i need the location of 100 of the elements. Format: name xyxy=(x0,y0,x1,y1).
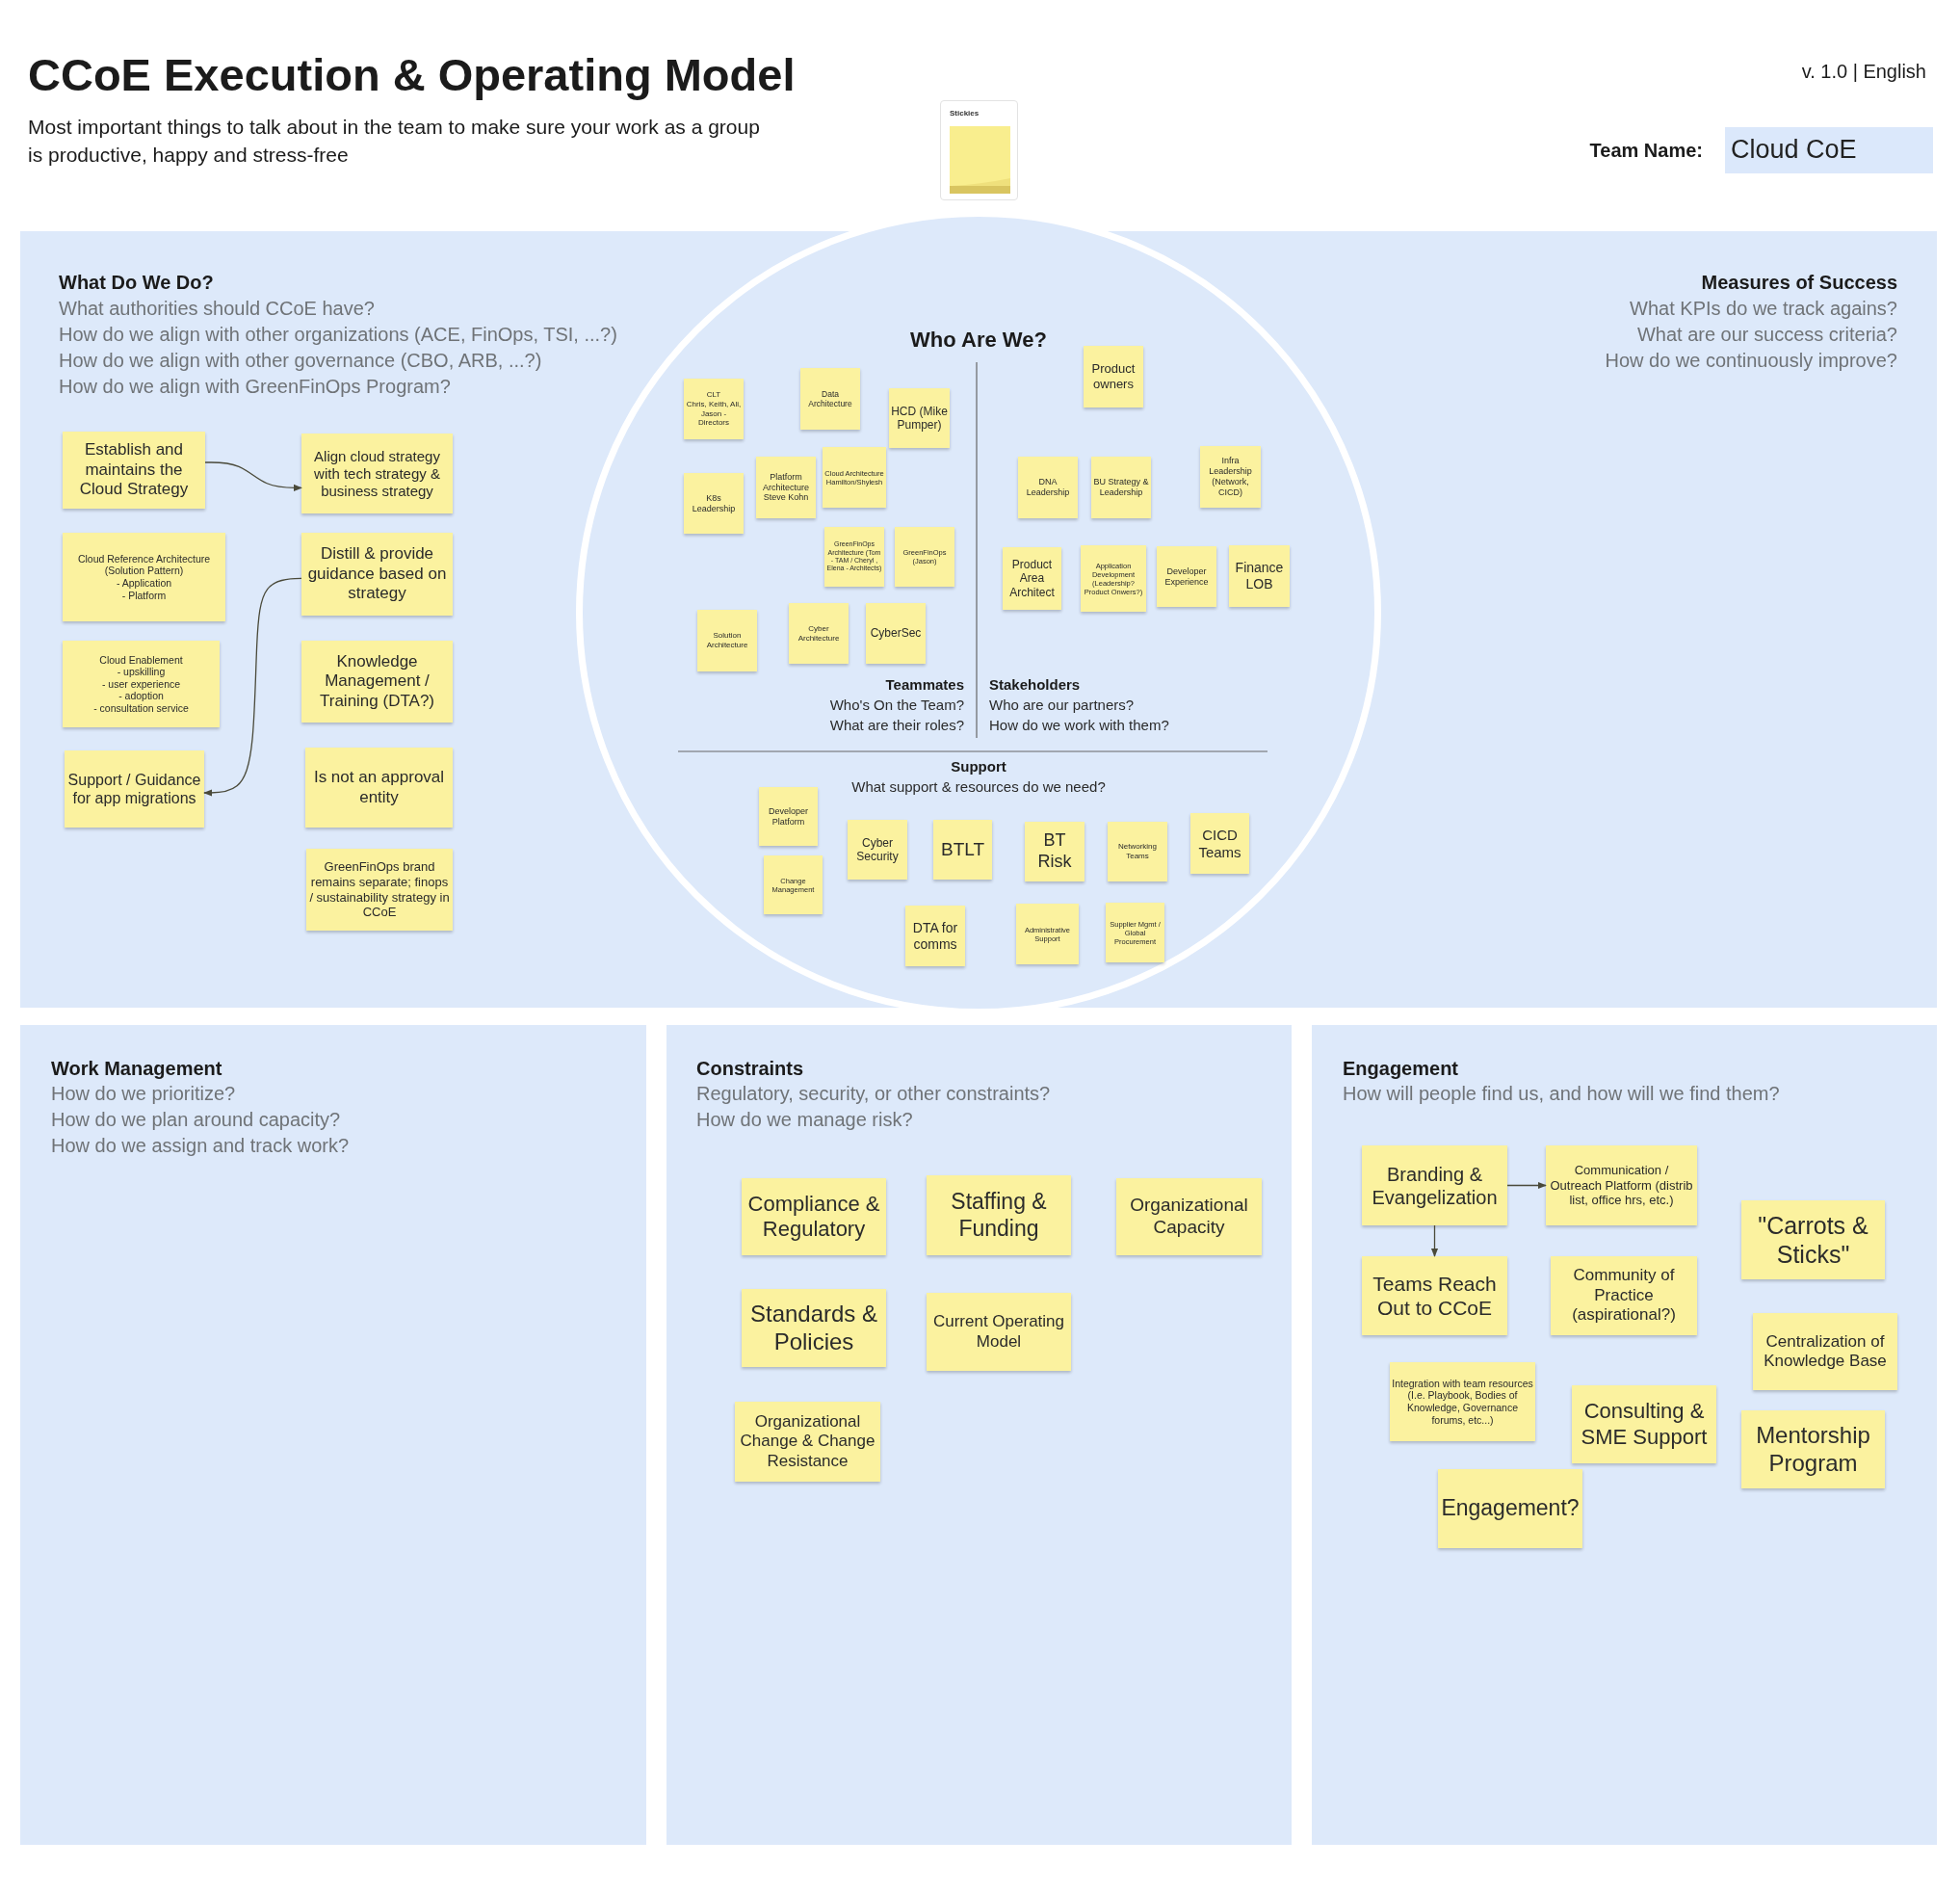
field-label: Team Name: xyxy=(1589,139,1703,163)
note-text: Align cloud strategy with tech strategy & business strategy xyxy=(313,447,441,500)
note-text: Current Operating Model xyxy=(931,1312,1066,1352)
section-heading: Work Management xyxy=(51,1058,222,1080)
question-text: How do we align with other governance (CBO, ARB, ...?) xyxy=(59,350,542,372)
question-text: How do we prioritize? xyxy=(51,1083,236,1105)
sticky-note xyxy=(684,473,744,534)
sticky-note xyxy=(742,1289,886,1367)
question-text: How do we align with other organizations (ACE, FinOps, TSI, ...?) xyxy=(59,324,617,346)
note-text: Organizational Change & Change Resistance xyxy=(739,1411,876,1472)
note-text: Networking Teams xyxy=(1117,842,1158,861)
sticky-note xyxy=(823,447,886,508)
sticky-note xyxy=(759,787,818,846)
sticky-note xyxy=(1190,813,1249,874)
arrow xyxy=(203,577,302,797)
section-heading: Measures of Success xyxy=(1701,272,1897,294)
sticky-note xyxy=(697,610,757,671)
sticky-note xyxy=(1572,1385,1716,1463)
field-value: Cloud CoE xyxy=(1731,135,1857,164)
section-heading: Engagement xyxy=(1343,1058,1459,1080)
note-text: - adoption xyxy=(118,690,164,702)
question-text: Who are our partners? xyxy=(989,697,1135,713)
sticky-note xyxy=(63,533,225,621)
sticky-note xyxy=(742,1178,886,1255)
sticky-note xyxy=(684,379,744,439)
sticky-note xyxy=(1229,545,1290,607)
version-text: v. 1.0 | English xyxy=(1801,60,1926,84)
widget-card xyxy=(940,100,1018,200)
sticky-note xyxy=(735,1402,880,1482)
note-text: - upskilling xyxy=(117,666,166,678)
question-text: What are their roles? xyxy=(829,717,964,733)
note-text: Community of Practice (aspirational?) xyxy=(1571,1266,1677,1326)
sticky-note xyxy=(305,748,453,828)
sticky-note xyxy=(889,388,950,448)
sticky-note xyxy=(927,1293,1071,1371)
note-text: Teams Reach Out to CCoE xyxy=(1372,1271,1498,1321)
note-text: BT Risk xyxy=(1036,830,1073,873)
note-text: Finance LOB xyxy=(1234,560,1285,592)
note-text: Communication / Outreach Platform (distrib list, office hrs, etc.) xyxy=(1549,1163,1694,1208)
sticky-note xyxy=(63,641,220,727)
question-text: What are our success criteria? xyxy=(1636,324,1897,346)
section-heading: Who Are We? xyxy=(910,328,1047,353)
sticky-note xyxy=(1016,904,1079,964)
sticky-note xyxy=(1753,1313,1897,1390)
note-text: BU Strategy & Leadership xyxy=(1093,477,1149,498)
section-panel xyxy=(1312,1025,1937,1845)
note-text: BTLT xyxy=(940,838,984,861)
sticky-note xyxy=(866,603,926,664)
sticky-note xyxy=(1091,457,1151,518)
note-text: Cyber Architecture xyxy=(797,623,841,644)
note-text: Product Area Architect xyxy=(1008,557,1056,600)
note-text: - user experience xyxy=(101,677,181,691)
note-text: Steve Kohn xyxy=(763,492,809,504)
team-name-field xyxy=(1725,127,1933,173)
question-text: Who's On the Team? xyxy=(829,697,964,713)
sticky-note xyxy=(1390,1362,1535,1441)
sticky-note xyxy=(800,368,860,430)
sticky-note xyxy=(1546,1145,1697,1225)
subsection-heading: Stakeholders xyxy=(989,676,1081,693)
sticky-note xyxy=(65,750,204,828)
question-text: What authorities should CCoE have? xyxy=(59,298,375,320)
sticky-note xyxy=(1025,822,1085,881)
note-text: Consulting & SME Support xyxy=(1580,1399,1709,1450)
page-title: CCoE Execution & Operating Model xyxy=(28,48,796,101)
note-text: GreenFinOps brand remains separate; finops / sustainability strategy in CCoE xyxy=(308,859,451,920)
sticky-note xyxy=(1741,1410,1885,1488)
note-text: "Carrots & Sticks" xyxy=(1757,1211,1869,1269)
note-text: Compliance & Regulatory xyxy=(746,1191,881,1243)
note-text: Data Architecture xyxy=(807,388,853,409)
arrow xyxy=(204,461,302,491)
question-text: What support & resources do we need? xyxy=(851,778,1106,795)
sticky-note xyxy=(301,641,453,723)
note-text: Developer Platform xyxy=(768,805,809,828)
note-text: Cyber Security xyxy=(855,835,900,864)
sticky-note xyxy=(1108,822,1167,881)
note-text: Developer Experience xyxy=(1163,565,1210,588)
note-text: Solution Architecture xyxy=(705,631,749,650)
sticky-note xyxy=(848,820,907,880)
note-text: HCD (Mike Pumper) xyxy=(891,404,948,433)
sticky-note xyxy=(933,820,992,880)
note-text: Branding & Evangelization xyxy=(1371,1162,1499,1209)
section-panel xyxy=(20,1025,646,1845)
note-text: Cloud Enablement xyxy=(99,653,183,667)
note-text: CICD Teams xyxy=(1197,826,1242,861)
question-text: How will people find us, and how will we find them? xyxy=(1343,1083,1780,1105)
sticky-note xyxy=(301,533,453,616)
note-text: Infra Leadership (Network, CICD) xyxy=(1208,456,1253,498)
note-text: Cloud Reference Architecture (Solution Pattern) xyxy=(76,552,212,577)
sticky-note xyxy=(63,432,205,509)
sticky-note xyxy=(1084,346,1143,408)
sticky-note xyxy=(306,849,453,931)
note-text: Platform Architecture xyxy=(762,471,810,493)
note-text: Engagement? xyxy=(1441,1495,1580,1522)
note-text: Mentorship Program xyxy=(1755,1421,1871,1478)
note-text: Staffing & Funding xyxy=(950,1188,1048,1243)
sticky-note xyxy=(1157,546,1216,607)
question-text: Regulatory, security, or other constraints? xyxy=(696,1083,1051,1105)
sticky-note xyxy=(1362,1145,1507,1225)
note-text: CyberSec xyxy=(870,626,922,641)
note-text: Establish and maintains the Cloud Strategy xyxy=(78,440,190,500)
